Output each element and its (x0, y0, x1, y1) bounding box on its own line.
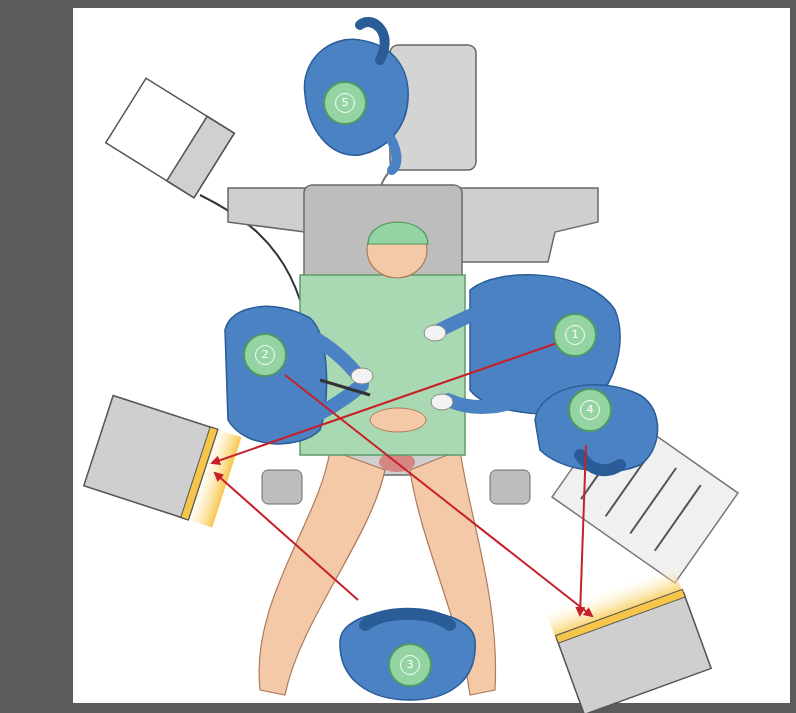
sight-line (215, 473, 358, 600)
head-marker: 5 (323, 81, 367, 125)
tray-instrument (655, 485, 701, 551)
sight-line (580, 445, 586, 615)
hand (431, 394, 453, 410)
monitor-screen (181, 427, 218, 520)
monitor-body (167, 116, 234, 197)
head-marker: 4 (568, 388, 612, 432)
tray-instrument (630, 468, 676, 534)
hand (424, 325, 446, 341)
camera-holder (340, 610, 475, 700)
anesthetist (304, 22, 408, 170)
arm (365, 614, 450, 625)
instrument (320, 380, 370, 395)
head-marker: 2 (243, 333, 287, 377)
callout-number: 3 (400, 655, 420, 675)
cap (368, 222, 428, 244)
assistant (225, 306, 373, 444)
patient-head (367, 222, 427, 278)
callout-number: 5 (335, 93, 355, 113)
callout-number: 4 (580, 400, 600, 420)
hand (351, 368, 373, 384)
monitor (546, 565, 711, 713)
monitor (106, 78, 234, 198)
monitor-screen (106, 78, 234, 198)
arm (385, 130, 396, 170)
arm (300, 330, 355, 372)
stirrup (490, 470, 530, 504)
head-marker: 3 (388, 643, 432, 687)
operative-field (370, 408, 426, 432)
scrub-nurse (535, 385, 658, 472)
callout-number: 2 (255, 345, 275, 365)
sight-line (212, 342, 560, 463)
arm (448, 395, 530, 407)
stirrup (262, 470, 302, 504)
body (535, 385, 658, 472)
callout-number: 1 (565, 325, 585, 345)
head-marker: 1 (553, 313, 597, 357)
arm (440, 300, 520, 330)
monitor-screen (556, 589, 686, 643)
sight-line (285, 375, 592, 616)
arm (360, 22, 385, 60)
body (340, 610, 475, 700)
